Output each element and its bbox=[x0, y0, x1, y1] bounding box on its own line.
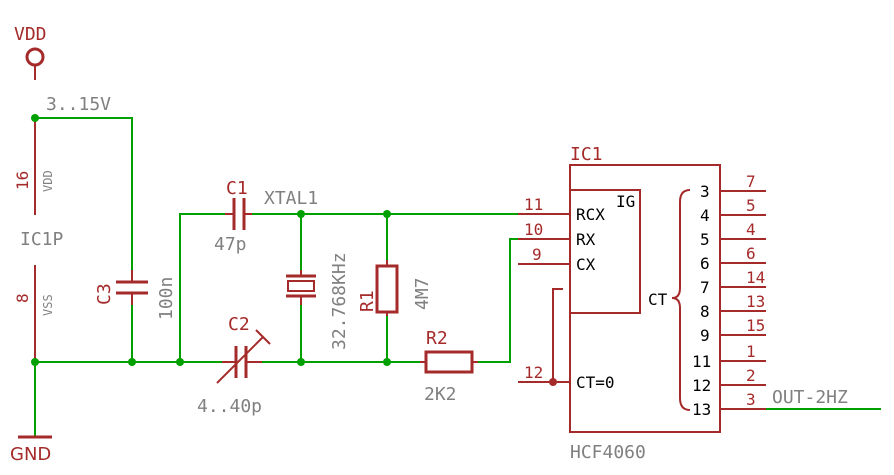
r1-name: R1 bbox=[357, 290, 378, 312]
capacitor-c1: C1 47p bbox=[214, 178, 252, 255]
ic1-pin-5: 13 bbox=[746, 292, 765, 311]
junction-gnd-c3 bbox=[128, 358, 136, 366]
junction-r1-top bbox=[383, 210, 391, 218]
xtal-value: 32.768KHz bbox=[329, 252, 350, 350]
ic1-in-name-3: CT=0 bbox=[576, 373, 615, 392]
r2-value: 2K2 bbox=[424, 384, 457, 405]
supply-range-label: 3..15V bbox=[46, 94, 111, 115]
ic1-pin-7: 1 bbox=[746, 342, 756, 361]
ic1-q-5: 8 bbox=[700, 302, 710, 321]
ic1-q-1: 4 bbox=[700, 206, 710, 225]
ic1-q-3: 6 bbox=[700, 254, 710, 273]
ic1-q-4: 7 bbox=[700, 278, 710, 297]
c2-value: 4..40p bbox=[197, 396, 262, 417]
ic1-q-7: 11 bbox=[692, 352, 711, 371]
ic1p-label: IC1P bbox=[20, 229, 64, 250]
ic1p-power-block: 16 VDD IC1P 8 VSS bbox=[13, 118, 64, 362]
gnd-label: GND bbox=[10, 444, 51, 465]
xtal-name: XTAL1 bbox=[264, 188, 318, 209]
ic1-q-6: 9 bbox=[700, 326, 710, 345]
junction-r1-bottom bbox=[383, 358, 391, 366]
ic1-name: IC1 bbox=[570, 144, 603, 165]
ic1p-pin8-num: 8 bbox=[13, 293, 32, 303]
junction-vdd bbox=[31, 114, 39, 122]
ic1-q-8: 12 bbox=[692, 376, 711, 395]
resistor-r1: R1 4M7 bbox=[357, 260, 433, 316]
ic1-ct-brace bbox=[671, 189, 691, 411]
crystal-xtal1: XTAL1 32.768KHz bbox=[264, 188, 350, 350]
ic1p-pin16-num: 16 bbox=[13, 171, 32, 190]
wires bbox=[34, 117, 881, 410]
c1-value: 47p bbox=[214, 234, 247, 255]
resistor-r2: R2 2K2 bbox=[420, 328, 478, 405]
ic1-oscillator-block bbox=[569, 189, 641, 314]
ic1-pin-4: 14 bbox=[746, 268, 765, 287]
junction-reset bbox=[549, 378, 557, 386]
ic1-block-label: IG bbox=[616, 192, 635, 211]
ic1-q-2: 5 bbox=[700, 230, 710, 249]
ic1-pin-3: 6 bbox=[746, 244, 756, 263]
ic1-pin-8: 2 bbox=[746, 366, 756, 385]
ic1-ct-label: CT bbox=[648, 290, 668, 309]
ic1-pin-1: 5 bbox=[746, 196, 756, 215]
out-net-label: OUT-2HZ bbox=[772, 387, 848, 408]
vdd-label: VDD bbox=[14, 24, 47, 45]
r2-name: R2 bbox=[426, 328, 448, 349]
c1-name: C1 bbox=[226, 178, 248, 199]
ic1-part: HCF4060 bbox=[570, 442, 646, 463]
ic1p-pin8-name: VSS bbox=[41, 294, 55, 316]
ic1-in-num-2: 9 bbox=[532, 245, 542, 264]
capacitor-c3: C3 100n bbox=[94, 270, 177, 320]
junction-xtal-top bbox=[297, 210, 305, 218]
junction-gnd-left bbox=[31, 358, 39, 366]
ic1-in-name-2: CX bbox=[576, 255, 596, 274]
junction-xtal-bottom bbox=[297, 358, 305, 366]
ic1-in-num-0: 11 bbox=[524, 195, 543, 214]
junction-gnd-c1 bbox=[176, 358, 184, 366]
c2-name: C2 bbox=[228, 314, 250, 335]
junctions bbox=[31, 114, 391, 366]
ic1-in-num-3: 12 bbox=[524, 363, 543, 382]
r1-value: 4M7 bbox=[412, 277, 433, 310]
ic1-in-num-1: 10 bbox=[524, 220, 543, 239]
ic1-q-0: 3 bbox=[700, 182, 710, 201]
ic1-pin-0: 7 bbox=[746, 172, 756, 191]
ic1p-pin16-name: VDD bbox=[41, 170, 55, 192]
c3-name: C3 bbox=[94, 283, 115, 305]
ic1-in-name-0: RCX bbox=[576, 205, 605, 224]
ic1-hcf4060: IC1 HCF4060 IG 11 10 9 12 RCX RX CX CT=0… bbox=[518, 144, 766, 463]
vdd-symbol: VDD bbox=[14, 24, 47, 80]
gnd-symbol: GND bbox=[10, 361, 52, 465]
ic1-pin-9: 3 bbox=[746, 390, 756, 409]
ic1-pin-2: 4 bbox=[746, 220, 756, 239]
reset-feedback-line bbox=[552, 288, 563, 382]
trimmer-capacitor-c2: C2 4..40p bbox=[197, 314, 271, 417]
ic1-pin-6: 15 bbox=[746, 316, 765, 335]
c3-value: 100n bbox=[156, 277, 177, 320]
ic1-in-name-1: RX bbox=[576, 230, 596, 249]
ic1-q-9: 13 bbox=[692, 400, 711, 419]
